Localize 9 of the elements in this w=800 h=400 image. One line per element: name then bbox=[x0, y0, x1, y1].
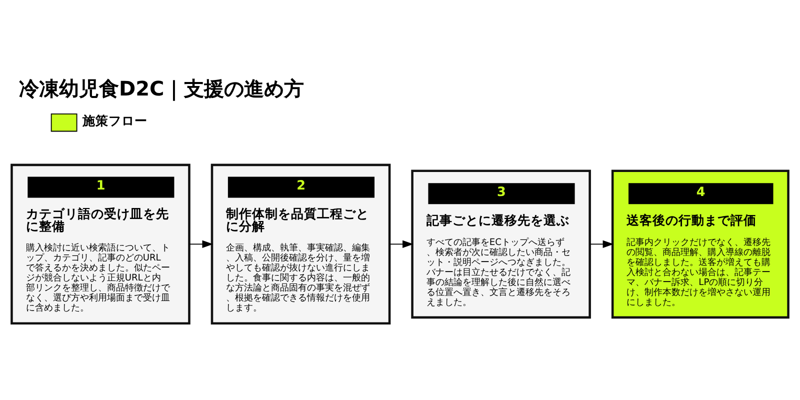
node-box: 3 記事ごとに遷移先を選ぶ すべての記事をECトップへ送らず、検索者が次に確認したい商品・セット・説明ページへつなぎました。バナーは目立たせるだけでなく、記事の結論を理解した後に自然に選べる位置へ置き、文言と遷移先をそろえました。 bbox=[411, 170, 591, 319]
node-box: 2 制作体制を品質工程ごとに分解 企画、構成、執筆、事実確認、編集、入稿、公開後確認を分け、量を増やしても確認が抜けない進行にしました。食事に関する内容は、一般的な方法論と商品固有の事実を混ぜず、根拠を確認できる情報だけを使用します。 bbox=[210, 164, 391, 324]
arrow bbox=[590, 240, 614, 248]
node-box: 4 送客後の行動まで評価 記事内クリックだけでなく、遷移先の閲覧、商品理解、購入導線の離脱を確認しました。送客が増えても購入検討と合わない場合は、記事テーマ、バナー訴求、LPの順に切り分け、制作本数だけを増やさない運用にしました。 bbox=[611, 170, 790, 319]
diagram-title: 冷凍幼児食D2C｜支援の進め方 bbox=[19, 76, 304, 100]
arrow bbox=[188, 240, 214, 248]
label: 施策フロー bbox=[82, 114, 148, 130]
arrow bbox=[389, 240, 414, 248]
node-box: 1 カテゴリ語の受け皿を先に整備 購入検討に近い検索語について、トップ、カテゴリ、記事のどのURLで答えるかを決めました。似たページが競合しないよう正規URLと内部リンクを整理し、商品特徴だけでなく、選び方や利用場面まで受け皿に含めました。 bbox=[10, 164, 190, 324]
